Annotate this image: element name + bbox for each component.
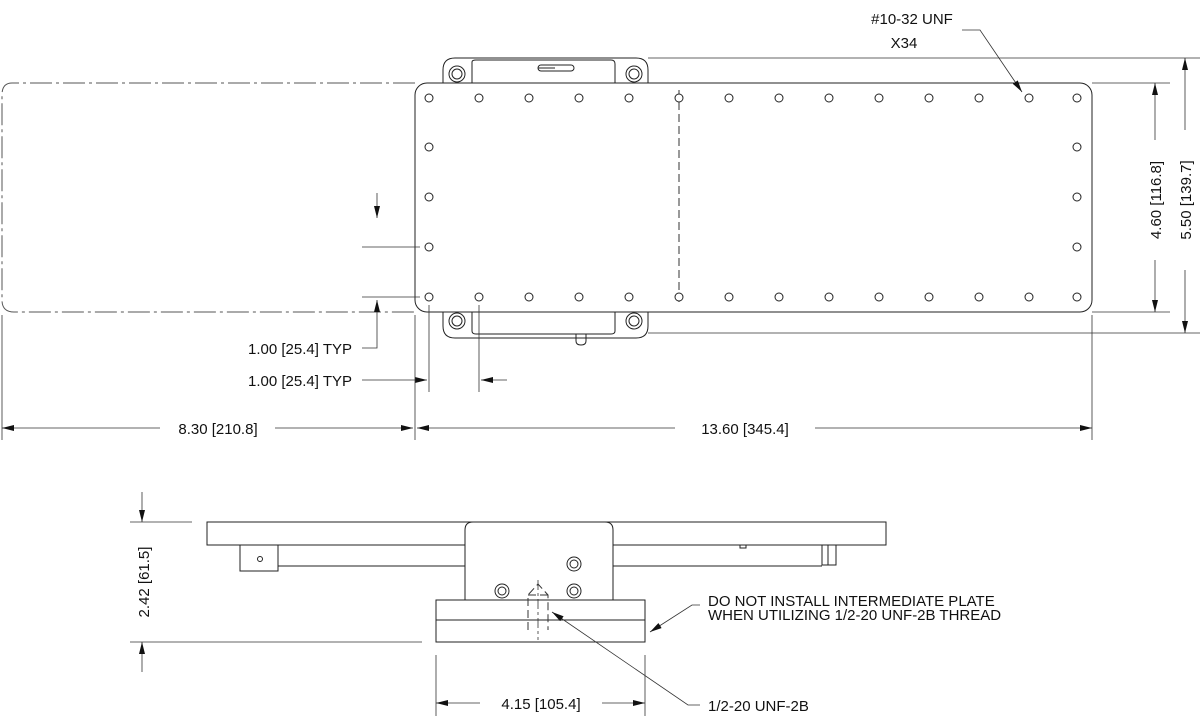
counterbore-hole-inner [497, 586, 507, 596]
screw-head [625, 65, 643, 83]
main-plate [414, 82, 1093, 313]
screw-head [625, 312, 643, 330]
mounting-hole [1072, 292, 1082, 302]
mounting-hole [874, 292, 884, 302]
label-mask [1172, 130, 1198, 270]
bottom-tab [575, 334, 587, 346]
counterbore-hole-inner [569, 586, 579, 596]
dim-height-inner: 4.60 [116.8] [1148, 161, 1165, 239]
side-view: 2.42 [61.5] 4.15 [105.4] DO NOT INSTALL … [130, 492, 1001, 716]
mounting-hole [924, 292, 934, 302]
mounting-hole [774, 93, 784, 103]
mounting-hole [424, 93, 434, 103]
mounting-hole [974, 292, 984, 302]
mounting-hole [424, 242, 434, 252]
counterbore-hole-inner [569, 559, 579, 569]
thread-label: 1/2-20 UNF-2B [708, 698, 809, 715]
side-holes [494, 556, 582, 599]
mounting-hole [1024, 292, 1034, 302]
mounting-hole [1024, 93, 1034, 103]
note-line-2: WHEN UTILIZING 1/2-20 UNF-2B THREAD [708, 607, 1001, 624]
mounting-hole [774, 292, 784, 302]
thread-hole-hidden [527, 580, 549, 640]
mounting-hole [474, 93, 484, 103]
mounting-hole [574, 93, 584, 103]
bracket-screws [448, 65, 643, 330]
mounting-hole [574, 292, 584, 302]
mounting-hole [1072, 192, 1082, 202]
mounting-hole [674, 292, 684, 302]
dimension-leader [362, 338, 378, 349]
bottom-bracket-inner [471, 312, 616, 335]
base-plate [435, 599, 646, 643]
dim-main-length: 13.60 [345.4] [701, 421, 789, 438]
thread-callout: #10-32 UNF [871, 11, 953, 28]
dim-typ-horizontal: 1.00 [25.4] TYP [248, 373, 352, 390]
mounting-hole [974, 93, 984, 103]
mounting-hole [1072, 242, 1082, 252]
dim-side-height: 2.42 [61.5] [136, 547, 153, 618]
mounting-hole [524, 292, 534, 302]
dim-typ-vertical: 1.00 [25.4] TYP [248, 341, 352, 358]
mounting-hole [624, 93, 634, 103]
mounting-hole [824, 292, 834, 302]
counterbore-hole [566, 556, 582, 572]
counterbore-hole [566, 583, 582, 599]
bracket-hole [257, 556, 263, 562]
mounting-hole [874, 93, 884, 103]
mounting-hole [1072, 93, 1082, 103]
dim-height-outer: 5.50 [139.7] [1178, 160, 1195, 239]
note-leader [649, 604, 700, 633]
screw-head-inner [628, 68, 640, 80]
mounting-hole [824, 93, 834, 103]
left-bracket-side [239, 544, 279, 572]
mounting-hole [924, 93, 934, 103]
mounting-hole [674, 93, 684, 103]
mounting-hole [624, 292, 634, 302]
screw-head-inner [451, 68, 463, 80]
top-bracket [442, 57, 649, 83]
dim-base-width: 4.15 [105.4] [501, 696, 580, 713]
mounting-hole [724, 93, 734, 103]
mounting-hole [724, 292, 734, 302]
thread-label-leader [551, 611, 700, 706]
mounting-hole [474, 292, 484, 302]
mounting-hole [524, 93, 534, 103]
counterbore-hole [494, 583, 510, 599]
mounting-hole [424, 192, 434, 202]
screw-head [448, 65, 466, 83]
top-view: 4.60 [116.8] 5.50 [139.7] #10-32 UNF X34… [1, 11, 1200, 440]
screw-head [448, 312, 466, 330]
screw-head-inner [628, 315, 640, 327]
bottom-bracket [442, 312, 649, 339]
small-tab [739, 544, 747, 549]
mounting-hole [1072, 142, 1082, 152]
screw-head-inner [451, 315, 463, 327]
end-stop [821, 544, 837, 566]
label-mask [1142, 140, 1168, 260]
thread-leader [962, 29, 1023, 93]
center-block [464, 521, 614, 600]
left-phantom-plate [1, 82, 415, 313]
dim-left-length: 8.30 [210.8] [178, 421, 257, 438]
mounting-holes [424, 93, 1082, 302]
top-bracket-inner [471, 59, 616, 83]
thread-count: X34 [891, 35, 918, 52]
note-line-1: DO NOT INSTALL INTERMEDIATE PLATE [708, 593, 995, 610]
mounting-hole [424, 292, 434, 302]
mounting-hole [424, 142, 434, 152]
